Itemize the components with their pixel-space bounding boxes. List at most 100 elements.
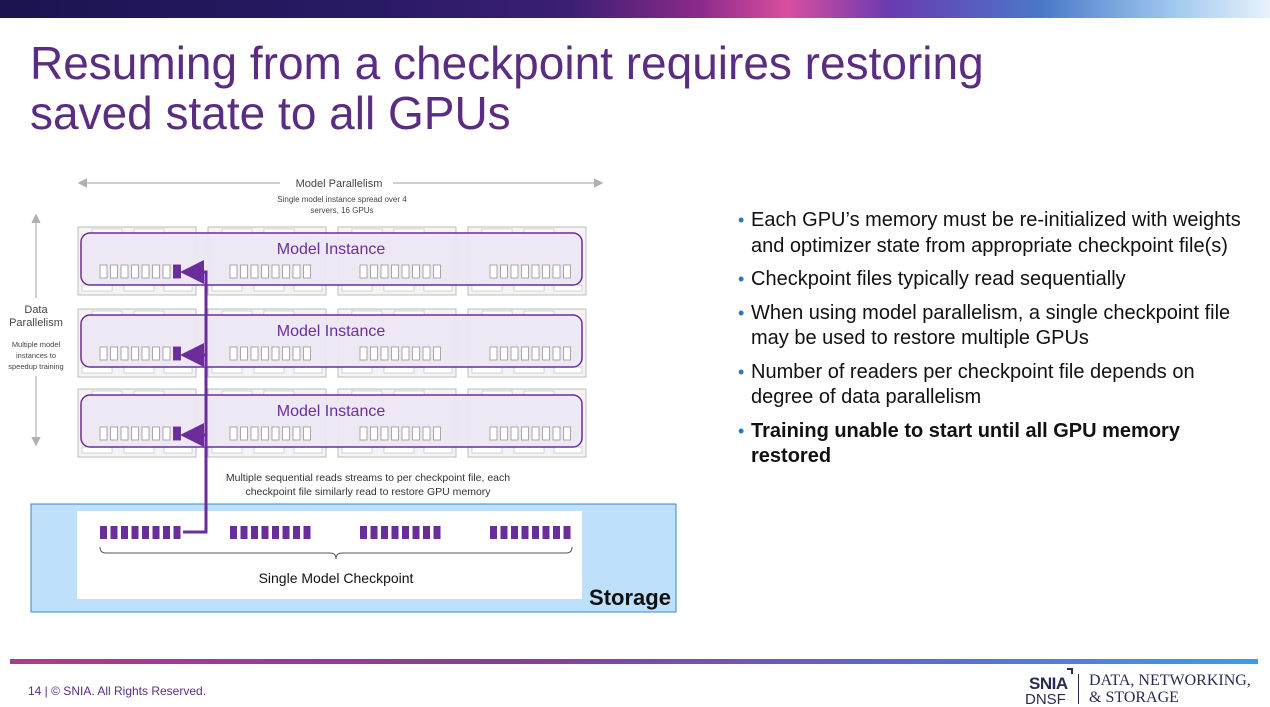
logo-separator: [1078, 674, 1079, 704]
gpu-cell: [380, 264, 389, 279]
gpu-cell: [359, 346, 368, 361]
server-slot: [253, 366, 285, 374]
gpu-cell: [99, 426, 108, 441]
gpu-cell: [433, 426, 441, 441]
model-parallelism-sub1: Single model instance spread over 4: [277, 195, 407, 204]
gpu-cell: [240, 346, 248, 361]
checkpoint-block: [433, 526, 441, 539]
bullet-text: Checkpoint files typically read sequenti…: [751, 268, 1126, 290]
server-slot: [253, 446, 285, 454]
data-parallelism-sub1: Multiple model: [12, 340, 61, 349]
model-parallelism-label: Model Parallelism: [296, 178, 383, 190]
bullet-text: Each GPU’s memory must be re-initialized…: [751, 209, 1241, 257]
server-slot: [293, 284, 323, 292]
server-slot: [513, 284, 545, 292]
gpu-cell: [563, 426, 571, 441]
footer-copyright: 14 | © SNIA. All Rights Reserved.: [28, 684, 207, 698]
server-slot: [553, 446, 583, 454]
gpu-cell: [282, 426, 290, 441]
gpu-cell: [261, 346, 269, 361]
checkpoint-block: [173, 526, 181, 539]
gpu-cell: [412, 426, 420, 441]
checkpoint-block: [240, 526, 248, 539]
gpu-cell: [271, 426, 280, 441]
logo-tagline-1: DATA, NETWORKING,: [1089, 672, 1251, 689]
gpu-cell: [542, 426, 550, 441]
checkpoint-block: [553, 526, 560, 539]
gpu-cell: [152, 346, 160, 361]
server-slot: [211, 446, 243, 454]
gpu-cell: [271, 264, 280, 279]
checkpoint-block: [293, 526, 300, 539]
gpu-cell: [229, 426, 238, 441]
gpu-cell: [141, 264, 150, 279]
checkpoint-block: [412, 526, 420, 539]
gpu-cell: [489, 264, 498, 279]
checkpoint-blocks: [100, 526, 571, 539]
title-line-2: saved state to all GPUs: [30, 87, 511, 139]
gpu-cell-active: [173, 426, 181, 441]
logo-tagline-2: & STORAGE: [1089, 689, 1179, 706]
server-slot: [211, 284, 243, 292]
gpu-cell: [552, 264, 561, 279]
gpu-cell: [229, 264, 238, 279]
logo-mark-icon: [1067, 668, 1073, 674]
logo-snia: SNIA: [1029, 674, 1068, 693]
gpu-cell: [240, 264, 248, 279]
server-slot: [471, 366, 503, 374]
snia-dnsf-logo: SNIA DNSF DATA, NETWORKING, & STORAGE: [1022, 668, 1262, 707]
checkpoint-block: [303, 526, 311, 539]
gpu-cell: [380, 346, 389, 361]
gpu-cell-active: [173, 346, 181, 361]
server-slot: [163, 446, 193, 454]
gpu-cell: [162, 264, 171, 279]
gpu-cell: [500, 346, 508, 361]
checkpoint-block: [521, 526, 529, 539]
server-slot: [341, 284, 373, 292]
data-parallelism-sub2: instances to: [16, 351, 56, 360]
server-slot: [423, 284, 453, 292]
server-slot: [293, 366, 323, 374]
gpu-cell: [500, 426, 508, 441]
checkpoint-block: [152, 526, 160, 539]
checkpoint-block: [511, 526, 518, 539]
bullet-item: •Number of readers per checkpoint file d…: [738, 360, 1243, 411]
gpu-cell: [141, 426, 150, 441]
storage-label: Storage: [589, 585, 671, 610]
gpu-cell: [489, 426, 498, 441]
bullet-text: Training unable to start until all GPU m…: [751, 419, 1180, 468]
gpu-cell: [370, 346, 378, 361]
gpu-cell: [401, 426, 410, 441]
server-slot: [163, 366, 193, 374]
bullet-dot-icon: •: [738, 361, 745, 382]
checkpoint-block: [402, 526, 409, 539]
model-instance-label: Model Instance: [277, 323, 386, 340]
checkpoint-block: [381, 526, 388, 539]
server-slot: [341, 446, 373, 454]
gpu-cell: [521, 264, 529, 279]
server-slot: [471, 284, 503, 292]
gpu-cell: [131, 346, 139, 361]
server-slot: [123, 446, 155, 454]
model-instance-row: Model Instance: [77, 308, 587, 378]
gpu-cell: [401, 264, 410, 279]
gpu-cell-active: [173, 264, 181, 279]
gpu-cell: [292, 264, 301, 279]
bullet-item: •Training unable to start until all GPU …: [738, 419, 1243, 470]
gpu-cell: [542, 264, 550, 279]
gpu-cell: [563, 346, 571, 361]
gpu-cell: [250, 346, 259, 361]
bullet-dot-icon: •: [738, 302, 745, 323]
server-slot: [81, 446, 113, 454]
logo-dnsf: DNSF: [1025, 691, 1066, 707]
gpu-cell: [303, 346, 311, 361]
bullet-item: •Checkpoint files typically read sequent…: [738, 267, 1243, 293]
gpu-cell: [552, 346, 561, 361]
gpu-cell: [292, 426, 301, 441]
gpu-cell: [510, 426, 519, 441]
gpu-cell: [370, 264, 378, 279]
model-instance-label: Model Instance: [277, 403, 386, 420]
server-slot: [293, 446, 323, 454]
checkpoint-block: [282, 526, 290, 539]
checkpoint-block: [391, 526, 399, 539]
